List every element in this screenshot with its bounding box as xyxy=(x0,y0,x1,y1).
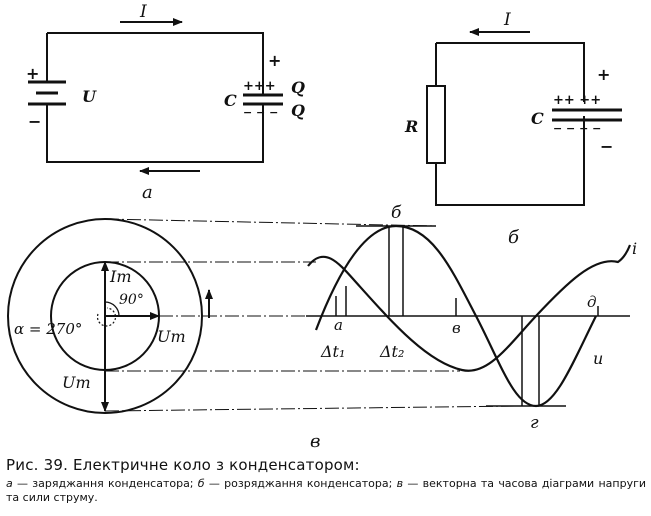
voltage-label-u: U xyxy=(82,87,97,106)
capacitor-a-bottom-charges: − − − xyxy=(243,106,278,119)
label-angle-270: α = 270° xyxy=(14,320,82,338)
circuit-a xyxy=(28,18,283,175)
caption-text-v: — векторна та часова діаграми напруги та… xyxy=(6,477,647,504)
label-curve-u: u xyxy=(593,349,603,368)
curve-u xyxy=(314,224,597,408)
label-curve-i: i xyxy=(632,239,637,258)
charge-label-bottom: Q xyxy=(291,101,305,120)
current-label-a: I xyxy=(139,2,147,22)
panel-label-b: б xyxy=(508,227,520,248)
figure-caption-text: а — заряджання конденсатора; б — розрядж… xyxy=(6,477,646,505)
capacitor-b-plus: + xyxy=(597,65,610,84)
capacitor-a-symbol xyxy=(243,78,283,110)
capacitor-label-a: C xyxy=(224,91,237,110)
wave-diagram xyxy=(306,224,632,408)
battery-plus: + xyxy=(26,64,39,83)
current-label-b: I xyxy=(503,10,511,30)
projection-lines xyxy=(104,218,630,412)
capacitor-b-symbol xyxy=(552,108,622,122)
capacitor-a-plus: + xyxy=(268,51,281,70)
resistor-label: R xyxy=(404,117,418,136)
label-dt2: Δt₂ xyxy=(379,342,404,361)
label-angle-90: 90° xyxy=(119,292,144,308)
circuit-b-wire xyxy=(435,42,585,206)
caption-text-b: — розряджання конденсатора; xyxy=(208,477,393,490)
label-point-d: д xyxy=(587,293,597,311)
resistor-symbol xyxy=(426,85,446,164)
panel-label-v: в xyxy=(310,431,320,452)
capacitor-b-top-charges: ++ ++ xyxy=(553,93,601,108)
label-dt1: Δt₁ xyxy=(320,342,345,361)
capacitor-b-minus: − xyxy=(600,137,613,156)
label-um-down: Um xyxy=(62,373,91,392)
circuit-b xyxy=(426,28,622,206)
caption-key-v: в xyxy=(396,477,404,490)
angle-90-arc xyxy=(104,301,120,317)
capacitor-a-top-charges: +++ xyxy=(243,79,276,94)
caption-key-b: б xyxy=(197,477,205,490)
curve-i xyxy=(307,244,632,372)
circuit-a-wire xyxy=(46,32,264,163)
label-point-a: а xyxy=(334,316,343,334)
label-point-b: б xyxy=(391,203,402,223)
ordinate-lines xyxy=(335,226,599,406)
battery-symbol xyxy=(28,80,66,106)
angle-270-arc xyxy=(96,307,117,327)
label-point-g: г xyxy=(530,413,539,433)
capacitor-label-b: C xyxy=(531,109,544,128)
charge-label-top: Q xyxy=(291,78,305,97)
capacitor-b-bottom-charges: − − − − xyxy=(553,122,601,135)
caption-key-a: а xyxy=(6,477,13,490)
figure-diagram: I + − U C + +++ − − − Q Q а I R C + ++ +… xyxy=(7,2,637,452)
caption-text-a: — заряджання конденсатора; xyxy=(17,477,194,490)
label-im: Im xyxy=(109,267,132,286)
battery-minus: − xyxy=(28,112,41,131)
label-point-v: в xyxy=(452,319,461,337)
panel-label-a: а xyxy=(142,182,153,203)
vector-diagram xyxy=(7,218,213,414)
figure-caption-title: Рис. 39. Електричне коло з конденсатором… xyxy=(6,456,360,474)
label-um-right: Um xyxy=(157,327,186,346)
